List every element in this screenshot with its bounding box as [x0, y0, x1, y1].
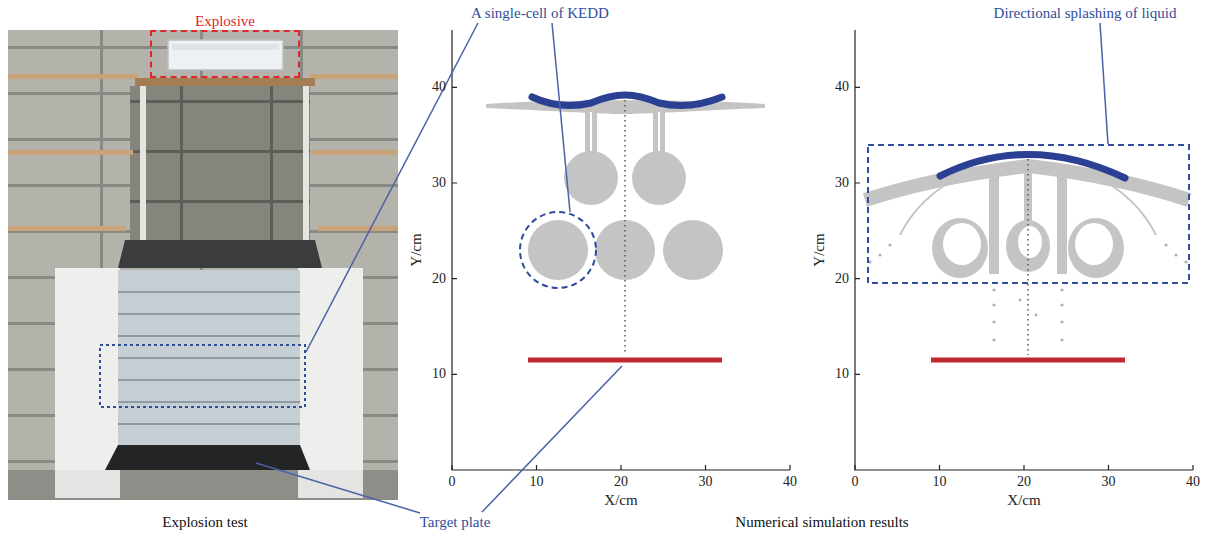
axis-title: Y/cm [408, 233, 425, 266]
explosive-box: Explosive [150, 30, 300, 78]
test-photo [8, 30, 398, 500]
axis-tick-label: 10 [432, 367, 446, 382]
axis-tick-label: 40 [1186, 474, 1200, 489]
axis-title: X/cm [1007, 492, 1040, 509]
axis-title: Y/cm [811, 233, 828, 266]
panel-caption: Numerical simulation results [735, 514, 908, 531]
axis-tick-label: 30 [835, 175, 849, 190]
explosive-label: Explosive [195, 13, 255, 30]
panel-caption: Explosion test [162, 514, 247, 531]
axis-tick-label: 30 [699, 474, 713, 489]
axis-tick-label: 10 [933, 474, 947, 489]
simulation-plot-splash [855, 30, 1193, 470]
axis-tick-label: 0 [449, 474, 456, 489]
axis-tick-label: 10 [530, 474, 544, 489]
axis-tick-label: 40 [432, 80, 446, 95]
axis-tick-label: 40 [835, 80, 849, 95]
axis-title: X/cm [604, 492, 637, 509]
callout-label: Directional splashing of liquid [994, 5, 1177, 22]
axis-tick-label: 30 [432, 175, 446, 190]
axis-tick-label: 30 [1102, 474, 1116, 489]
simulation-plot-initial [452, 30, 790, 470]
axis-tick-label: 10 [835, 367, 849, 382]
axis-tick-label: 20 [614, 474, 628, 489]
axis-tick-label: 20 [1017, 474, 1031, 489]
leader-lines [256, 23, 1108, 513]
axis-tick-label: 0 [852, 474, 859, 489]
axis-tick-label: 20 [835, 271, 849, 286]
axis-tick-label: 40 [783, 474, 797, 489]
callout-label: A single-cell of KEDD [471, 5, 609, 22]
axis-tick-label: 20 [432, 271, 446, 286]
callout-label: Target plate [420, 514, 491, 531]
